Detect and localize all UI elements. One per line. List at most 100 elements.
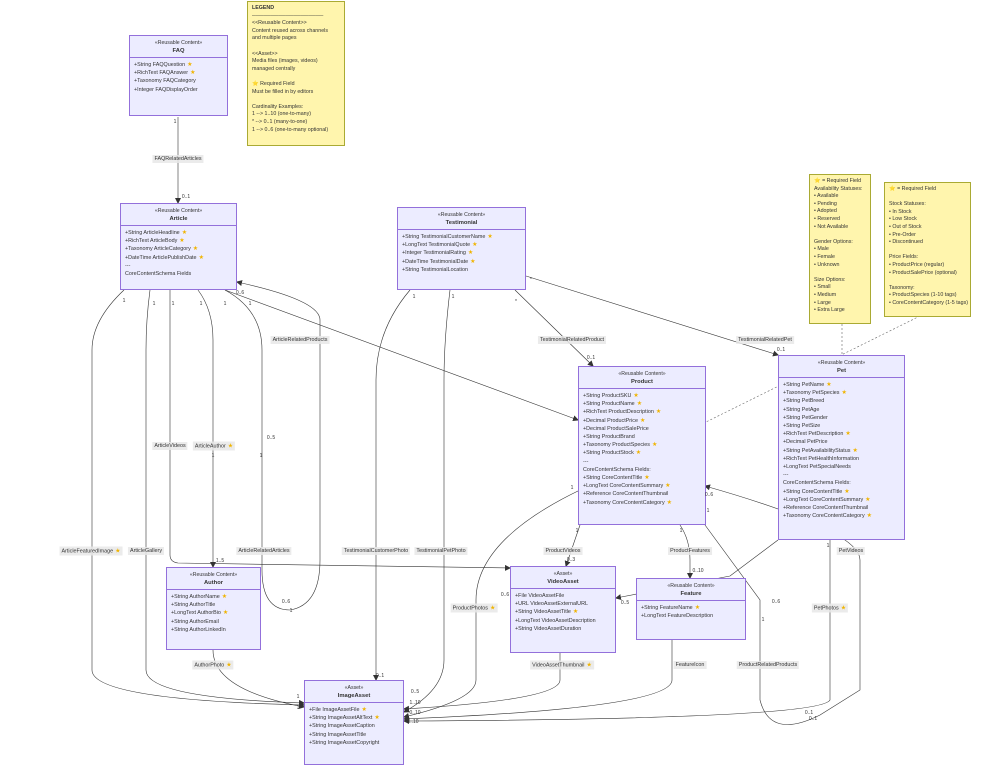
cardinality: 1 [296,705,300,711]
star-icon: ★ [845,431,851,438]
edge-label: ArticleFeaturedImage★ [59,546,123,556]
edge-pet-photos [403,540,831,724]
class-name: Article [169,216,188,222]
cardinality: 1 [259,453,263,459]
cardinality: 0..6 [704,492,714,498]
star-icon: ★ [866,513,873,520]
star-icon: ★ [226,662,232,669]
edge-label: PetPhotos★ [811,603,849,613]
star-icon: ★ [192,246,199,253]
cardinality: 0..6 [235,290,245,296]
feature-class: «Reusable Content»Feature +String Featur… [636,578,746,640]
attribute: +Taxonomy PetSpecies★ [783,390,847,397]
edge-label: ProductRelatedProducts [736,661,800,669]
cardinality: 1 [451,294,455,300]
star-icon: ★ [179,238,185,245]
edge-product-videos [564,524,581,567]
cardinality: * [515,299,517,305]
edge-testimonial-product [514,289,594,367]
class-name: ImageAsset [337,693,371,699]
edge-video-thumbnail [403,653,561,712]
cardinality: 1 [248,301,252,307]
attribute: +String FeatureName★ [641,605,701,611]
attribute: +String PetAge [783,406,820,413]
edge-article-related [224,289,291,611]
attribute: +String CoreContentTitle★ [783,488,850,495]
attribute: +String ProductStock★ [583,450,642,457]
edge-label: TestimonialCustomerPhoto [341,547,411,555]
edge-label: PetVideos [836,547,866,555]
product-class: «Reusable Content» Product +String Produc… [578,366,706,525]
pet-note: ⭐ = Required Field Availability Statuses… [809,174,871,324]
attribute: +String CoreContentTitle★ [583,475,650,482]
cardinality: 0..5 [620,600,630,606]
attribute: +DateTime TestimonialDate★ [402,258,476,265]
pet-class: «Reusable Content»Pet +String PetName★ +… [778,355,905,540]
attribute: +String TestimonialCustomerName★ [402,234,493,240]
edge-label: ArticleRelatedArticles [236,547,292,555]
cardinality: 0..6 [281,599,291,605]
attribute: +String TestimonialLocation [402,266,468,273]
cardinality: 0..6 [500,592,510,598]
attribute: +LongText CoreContentSummary★ [583,483,671,490]
edge-label: FAQRelatedArticles [152,155,204,163]
attribute: +Taxonomy ProductSpecies★ [583,442,658,449]
attribute-list: +String FeatureName★ +LongText FeatureDe… [637,601,745,623]
stereotype: «Reusable Content» [817,360,866,366]
stereotype: «Reusable Content» [154,40,203,46]
attribute: +String ImageAssetTitle [309,731,367,738]
cardinality: 0..5 [266,435,276,441]
testimonial-class: «Reusable Content»Testimonial +String Te… [397,207,526,290]
edge-label: ArticleRelatedProducts [270,336,330,344]
edge-label: TestimonialRelatedProduct [537,336,607,344]
attribute: +String VideoAssetTitle★ [515,609,579,616]
cardinality: 1..10 [409,700,421,706]
attribute: +String PetName★ [783,382,832,388]
attribute: +String PetBreed [783,398,825,405]
cardinality: 1 [412,294,416,300]
cardinality: 1 [152,301,156,307]
edge-product-photos [403,489,581,719]
attribute: +Integer TestimonialRating★ [402,250,474,257]
attribute: +String ArticleHeadline★ [125,230,188,236]
cardinality: 0..1 [808,716,818,722]
edge-label: TestimonialRelatedPet [736,336,794,344]
edge-product-features [679,524,693,579]
cardinality: 1 [706,508,710,514]
star-icon: ★ [844,488,850,495]
cardinality: 0..1 [181,194,191,200]
attribute-list: +String ArticleHeadline★ +RichText Artic… [121,226,236,281]
star-icon: ★ [665,483,671,490]
star-icon: ★ [651,442,658,449]
attribute: +Reference CoreContentThumbnail [783,505,869,512]
edge-feature-icon [403,640,673,722]
edge-label: FeatureIcon [673,661,707,669]
attribute: +DateTime ArticlePublishDate★ [125,254,204,261]
attribute: +Taxonomy ArticleCategory★ [125,246,199,253]
attribute: +String ImageAssetCaption [309,723,375,730]
attribute: +String ProductBrand [583,434,635,441]
edge-label: ArticleGallery [127,547,165,555]
edge-article-videos [169,290,511,571]
cardinality: 0..10 [409,710,421,716]
stereotype: «Reusable Content» [154,208,203,214]
stereotype: «Reusable Content» [618,371,666,377]
faq-class: «Reusable Content»FAQ +String FAQQuestio… [129,35,228,116]
class-name: Product [631,379,653,385]
attribute: +String FAQQuestion★ [134,62,193,68]
star-icon: ★ [694,605,701,611]
attribute: +RichText ArticleBody★ [125,238,185,245]
class-name: Feature [680,591,702,597]
attribute: +Decimal ProductSalePrice [583,425,649,432]
attribute: CoreContentSchema Fields [125,271,192,278]
star-icon: ★ [655,409,662,416]
star-icon: ★ [115,548,121,555]
star-icon: ★ [865,496,871,503]
stereotype: «Asset» [344,685,364,691]
attribute: +String AuthorEmail [171,618,219,625]
attribute-list: +String AuthorName★ +String AuthorTitle … [167,590,260,637]
attribute: +LongText TestimonialQuote★ [402,242,478,249]
cardinality: 1 [296,694,300,700]
star-icon: ★ [586,662,592,669]
